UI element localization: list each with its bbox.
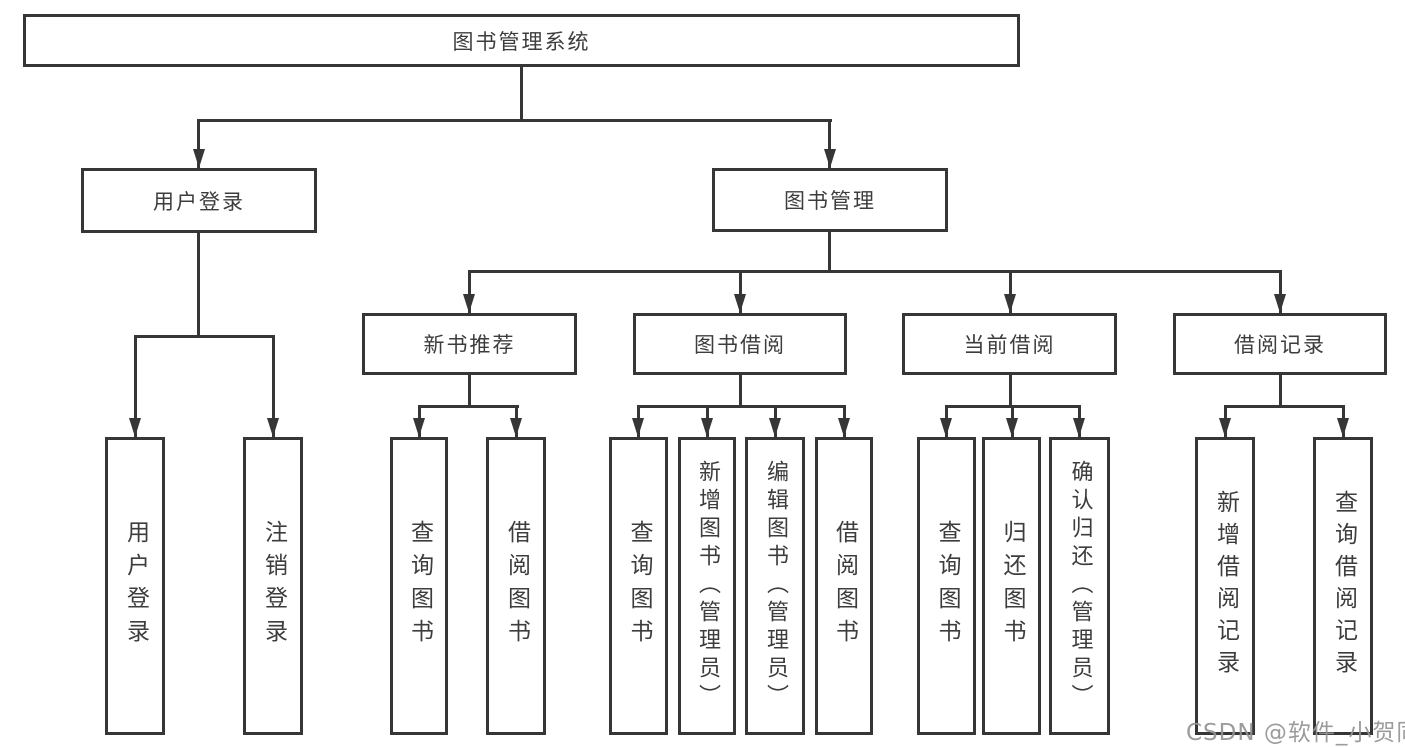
connector-current-stub — [1009, 375, 1012, 408]
leaf-bw-add-books-admin-label: 新增图书（管理员） — [695, 460, 720, 712]
connector-newbook-hline — [418, 405, 519, 408]
arrowhead-user-login — [193, 149, 205, 168]
node-book-management-label: 图书管理 — [784, 189, 876, 213]
csdn-watermark: CSDN @软件_小贺同学 — [1186, 720, 1405, 746]
connector-bookmgmt-hline — [468, 270, 1282, 273]
node-user-login: 用户登录 — [81, 168, 317, 233]
leaf-cu-confirm-return-admin: 确认归还（管理员） — [1049, 437, 1110, 735]
arrowhead-cu-return — [1006, 418, 1018, 437]
node-book-management: 图书管理 — [712, 168, 948, 232]
leaf-bw-edit-books-admin-label: 编辑图书（管理员） — [763, 460, 788, 712]
arrowhead-newbook — [463, 294, 475, 313]
arrowhead-rc-query — [1337, 418, 1349, 437]
node-new-book-recommend-label: 新书推荐 — [423, 333, 516, 357]
leaf-cu-query-books-label: 查询图书 — [934, 520, 960, 652]
arrowhead-nb-query — [413, 418, 425, 437]
leaf-bw-edit-books-admin: 编辑图书（管理员） — [745, 437, 805, 735]
arrowhead-leaf-login — [129, 418, 141, 437]
arrowhead-rc-add — [1219, 418, 1231, 437]
leaf-nb-query-books: 查询图书 — [390, 437, 448, 735]
node-borrowing-records-label: 借阅记录 — [1234, 333, 1326, 357]
leaf-nb-query-books-label: 查询图书 — [406, 520, 433, 652]
leaf-user-login-label: 用户登录 — [122, 520, 149, 652]
arrowhead-bw-add — [701, 418, 713, 437]
connector-drop-user-login — [197, 119, 200, 168]
node-book-borrowing: 图书借阅 — [633, 313, 847, 375]
node-new-book-recommend: 新书推荐 — [362, 313, 577, 375]
arrowhead-current — [1004, 294, 1016, 313]
connector-userlogin-hline — [134, 335, 275, 338]
arrowhead-book-mgmt — [824, 149, 836, 168]
node-user-login-label: 用户登录 — [153, 189, 245, 214]
arrowhead-records — [1274, 294, 1286, 313]
arrowhead-cu-confirm — [1073, 418, 1085, 437]
node-root-label: 图书管理系统 — [452, 29, 591, 54]
arrowhead-borrow — [734, 294, 746, 313]
leaf-rc-add-record-label: 新增借阅记录 — [1212, 490, 1239, 682]
arrowhead-bw-borrow — [838, 418, 850, 437]
leaf-nb-borrow-books-label: 借阅图书 — [503, 520, 530, 652]
connector-root-stub — [520, 67, 523, 122]
leaf-bw-add-books-admin: 新增图书（管理员） — [678, 437, 736, 735]
node-current-borrowing-label: 当前借阅 — [963, 333, 1056, 357]
leaf-logout: 注销登录 — [243, 437, 303, 735]
leaf-rc-query-record: 查询借阅记录 — [1313, 437, 1373, 735]
arrowhead-nb-borrow — [510, 418, 522, 437]
node-borrowing-records: 借阅记录 — [1173, 313, 1387, 375]
connector-userlogin-stub — [197, 233, 200, 338]
connector-drop-book-mgmt — [828, 119, 831, 168]
connector-borrow-hline — [637, 405, 846, 408]
leaf-cu-return-books: 归还图书 — [982, 437, 1041, 735]
connector-root-hline — [198, 119, 832, 122]
leaf-user-login: 用户登录 — [105, 437, 165, 735]
leaf-bw-borrow-books: 借阅图书 — [815, 437, 873, 735]
leaf-rc-add-record: 新增借阅记录 — [1195, 437, 1255, 735]
node-current-borrowing: 当前借阅 — [902, 313, 1117, 375]
leaf-cu-confirm-return-admin-label: 确认归还（管理员） — [1067, 460, 1093, 712]
connector-records-hline — [1224, 405, 1345, 408]
leaf-cu-return-books-label: 归还图书 — [999, 520, 1025, 652]
connector-drop-newbook — [468, 270, 471, 313]
connector-records-stub — [1279, 375, 1282, 408]
leaf-logout-label: 注销登录 — [260, 520, 287, 652]
connector-borrow-stub — [739, 375, 742, 408]
connector-newbook-stub — [468, 375, 471, 408]
connector-drop-current — [1009, 270, 1012, 313]
connector-drop-leaf-login — [134, 335, 137, 437]
arrowhead-cu-query — [940, 418, 952, 437]
node-book-borrowing-label: 图书借阅 — [694, 333, 786, 357]
leaf-bw-query-books: 查询图书 — [609, 437, 668, 735]
connector-bookmgmt-stub — [828, 232, 831, 273]
leaf-bw-query-books-label: 查询图书 — [626, 520, 652, 652]
leaf-rc-query-record-label: 查询借阅记录 — [1330, 490, 1357, 682]
connector-drop-borrow — [739, 270, 742, 313]
connector-drop-records — [1279, 270, 1282, 313]
arrowhead-bw-query — [632, 418, 644, 437]
leaf-nb-borrow-books: 借阅图书 — [486, 437, 546, 735]
arrowhead-leaf-logout — [267, 418, 279, 437]
connector-drop-leaf-logout — [272, 335, 275, 437]
arrowhead-bw-edit — [769, 418, 781, 437]
leaf-bw-borrow-books-label: 借阅图书 — [831, 520, 858, 652]
leaf-cu-query-books: 查询图书 — [917, 437, 976, 735]
node-root: 图书管理系统 — [23, 14, 1020, 67]
